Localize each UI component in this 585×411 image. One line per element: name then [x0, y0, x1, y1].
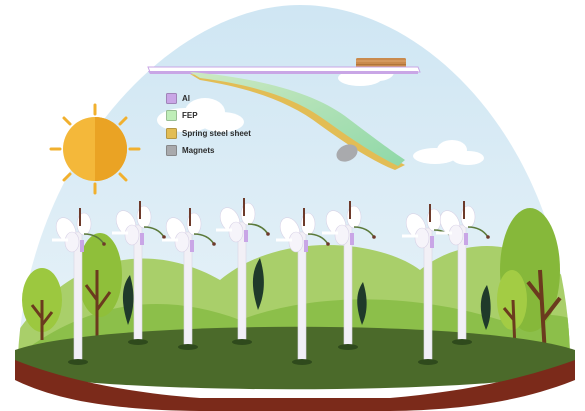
cantilever-sheet-diagram — [147, 58, 421, 170]
legend-label: Al — [182, 93, 190, 103]
legend-label: Magnets — [182, 146, 215, 155]
legend-label: FEP — [182, 111, 198, 120]
flower-device-icon — [112, 201, 166, 345]
legend-item-spring-steel: Spring steel sheet — [166, 125, 286, 141]
legend: Al FEP Spring steel sheet Magnets — [166, 90, 286, 160]
sun-icon — [49, 103, 141, 195]
flower-device-icon — [436, 201, 490, 345]
legend-item-al: Al — [166, 90, 286, 106]
fep-swatch — [166, 110, 177, 121]
legend-item-magnets: Magnets — [166, 143, 286, 159]
ground — [15, 326, 575, 411]
flower-devices — [52, 198, 490, 365]
flower-device-icon — [322, 201, 376, 350]
al-swatch — [166, 92, 177, 104]
spring-steel-swatch — [166, 127, 177, 139]
flower-device-icon — [52, 208, 106, 365]
legend-label: Spring steel sheet — [182, 128, 251, 138]
cloud-icon — [413, 140, 484, 165]
flower-device-icon — [216, 198, 270, 345]
fern-icon — [122, 258, 491, 330]
magnets-swatch — [166, 145, 177, 156]
flower-device-icon — [276, 208, 330, 365]
legend-item-fep: FEP — [166, 108, 286, 124]
flower-device-icon — [162, 208, 216, 350]
tree-icon — [78, 233, 122, 345]
tree-icon — [22, 268, 62, 340]
